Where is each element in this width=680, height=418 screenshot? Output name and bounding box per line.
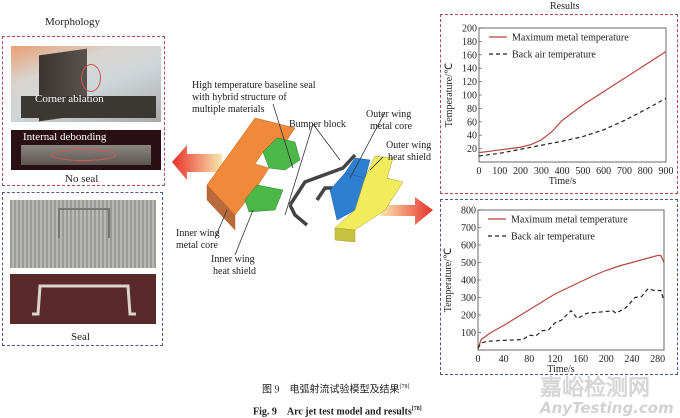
x-tick-label: 160 [573, 354, 588, 365]
y-tick-label: 100 [461, 328, 476, 339]
y-tick-label: 200 [462, 24, 477, 35]
y-tick-label: 200 [461, 311, 476, 322]
x-tick-label: 500 [575, 166, 590, 177]
legend-label-0: Maximum metal temperature [511, 215, 628, 226]
inner-shield-label-2: heat shield [213, 266, 257, 277]
y-tick-label: 20 [467, 144, 477, 155]
chart-seal: 0 40 80 120 160 200 240 280 100 200 300 400 500 600 70… [443, 206, 665, 376]
series-line-1 [478, 97, 667, 157]
x-tick-label: 0 [476, 354, 481, 365]
morphology-title: Morphology [45, 16, 100, 28]
inner-core-label-1: Inner wing [176, 228, 220, 239]
y-tick-label: 80 [467, 104, 477, 115]
watermark-en: AnyTesting.com [540, 399, 674, 417]
legend-label-1: Back air temperature [511, 232, 595, 243]
internal-debonding-photo: Internal debonding [11, 130, 161, 170]
results-panel-1 [440, 14, 678, 194]
baseline-seal-label-1: High temperature baseline seal [192, 80, 316, 91]
x-tick-label: 400 [555, 166, 570, 177]
y-axis-label: Temperature/℃ [443, 248, 454, 312]
caption-cn-text: 图 9 电弧射流试验模型及结果 [262, 384, 400, 396]
y-tick-label: 140 [462, 64, 477, 75]
x-tick-label: 120 [547, 354, 562, 365]
baseline-seal-label-3: multiple materials [192, 104, 265, 115]
seal-panel: Seal [2, 192, 163, 346]
x-tick-label: 200 [599, 354, 614, 365]
outer-core-label-2: metal core [370, 121, 412, 132]
baseline-seal-label-2: with hybrid structure of [192, 92, 287, 103]
x-tick-label: 800 [638, 166, 653, 177]
x-axis-label: Time/s [549, 176, 577, 187]
series-line-1 [477, 288, 665, 349]
x-tick-label: 700 [617, 166, 632, 177]
y-tick-label: 700 [461, 223, 476, 234]
left-arrow-icon [172, 145, 222, 180]
caption-en-text: Fig. 9 Arc jet test model and results [253, 406, 412, 418]
corner-ablation-label: Corner ablation [35, 93, 104, 105]
y-tick-label: 160 [462, 50, 477, 61]
x-tick-label: 240 [624, 354, 639, 365]
corner-ablation-photo: Corner ablation [11, 46, 161, 122]
plot-frame [478, 27, 667, 163]
series-line-0 [478, 50, 667, 154]
y-axis-label: Temperature/℃ [444, 63, 455, 127]
legend-label-0: Maximum metal temperature [512, 33, 629, 44]
y-tick-label: 60 [467, 117, 477, 128]
results-title: Results [550, 1, 580, 12]
inner-wing-heat-shield [206, 117, 296, 231]
caption-cn: 图 9 电弧射流试验模型及结果[78] [262, 382, 410, 395]
y-tick-label: 800 [461, 206, 476, 217]
inner-shield-label-1: Inner wing [211, 254, 255, 265]
arc-jet-model-diagram [172, 103, 433, 256]
y-tick-label: 600 [461, 241, 476, 252]
x-tick-label: 40 [499, 354, 509, 365]
x-tick-label: 100 [492, 166, 507, 177]
seal-label: Seal [71, 331, 90, 343]
internal-debonding-label: Internal debonding [23, 131, 107, 143]
outer-core-label-1: Outer wing [366, 109, 412, 120]
x-tick-label: 900 [659, 166, 674, 177]
caption-en: Fig. 9 Arc jet test model and results[78… [253, 404, 422, 417]
series-line-0 [477, 254, 665, 349]
legend-label-1: Back air temperature [512, 50, 596, 61]
x-axis-label: Time/s [547, 364, 575, 375]
y-tick-label: 100 [462, 91, 477, 102]
outer-shield-label-2: heat shield [388, 152, 432, 163]
y-tick-label: 300 [461, 293, 476, 304]
x-tick-label: 0 [477, 166, 482, 177]
x-tick-label: 600 [596, 166, 611, 177]
outer-wing-heat-shield [334, 155, 404, 243]
x-tick-label: 200 [513, 166, 528, 177]
y-tick-label: 400 [461, 276, 476, 287]
caption-cn-ref: [78] [399, 384, 410, 390]
x-tick-label: 300 [534, 166, 549, 177]
chart-no-seal: 0 100 200 300 400 500 600 700 800 900 20 40 60 80 100 1… [444, 24, 674, 188]
watermark-cn: 嘉峪检测网 [540, 376, 651, 401]
seal-strip-photo [10, 274, 156, 324]
results-panel-2 [440, 199, 678, 375]
caption-en-ref: [78] [411, 406, 422, 412]
right-arrow-icon [380, 197, 433, 225]
x-tick-label: 80 [524, 354, 534, 365]
x-tick-label: 280 [650, 354, 665, 365]
leader-lines [214, 103, 386, 256]
y-tick-label: 120 [462, 77, 477, 88]
y-tick-label: 40 [467, 131, 477, 142]
no-seal-label: No seal [65, 173, 99, 185]
inner-core-label-2: metal core [176, 240, 218, 251]
y-tick-label: 500 [461, 258, 476, 269]
no-seal-panel: Corner ablation Internal debonding No se… [2, 36, 165, 186]
y-tick-label: 180 [462, 37, 477, 48]
seal-sample-photo [10, 200, 156, 268]
bumper-block-label: Bumper block [289, 119, 346, 130]
outer-shield-label-1: Outer wing [386, 140, 432, 151]
